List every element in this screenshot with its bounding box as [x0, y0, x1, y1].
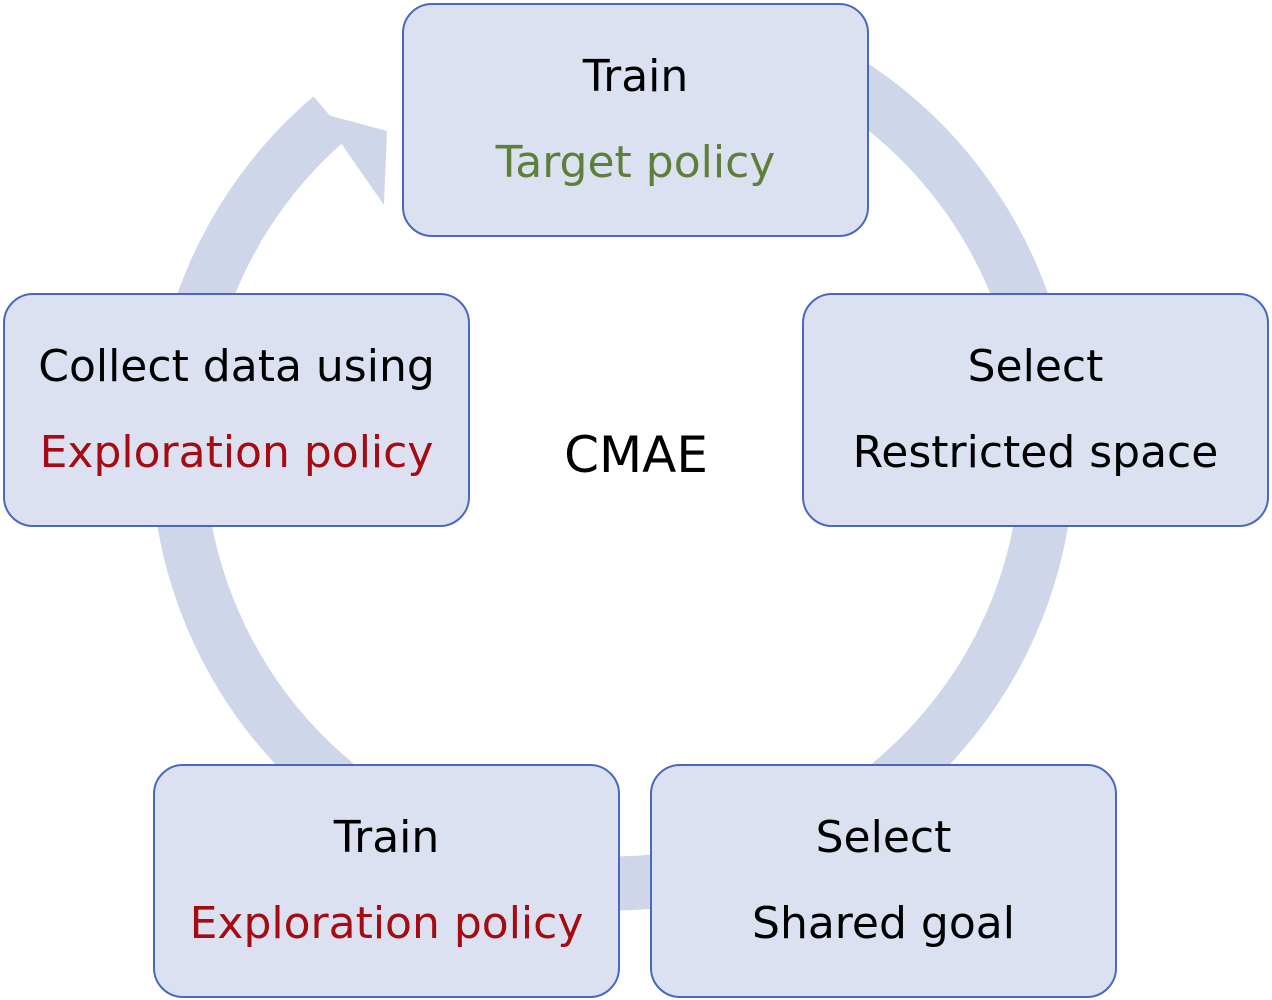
step-collect-data-action: Collect data using [38, 341, 435, 392]
step-train-exploration-policy-object: Exploration policy [189, 898, 584, 949]
step-select-restricted-space-object: Restricted space [852, 427, 1219, 478]
step-train-exploration-policy: Train Exploration policy [153, 764, 620, 998]
center-label: CMAE [564, 426, 708, 484]
step-train-exploration-policy-action: Train [333, 812, 440, 863]
step-collect-data: Collect data using Exploration policy [3, 293, 470, 527]
step-train-target-policy-action: Train [582, 51, 689, 102]
step-collect-data-object: Exploration policy [39, 427, 434, 478]
step-select-shared-goal-object: Shared goal [752, 898, 1015, 949]
cycle-arrow-head [320, 113, 387, 205]
step-select-shared-goal: Select Shared goal [650, 764, 1117, 998]
step-select-shared-goal-action: Select [815, 812, 952, 863]
step-select-restricted-space-action: Select [967, 341, 1104, 392]
step-train-target-policy: Train Target policy [402, 3, 869, 237]
step-select-restricted-space: Select Restricted space [802, 293, 1269, 527]
step-train-target-policy-object: Target policy [495, 137, 776, 188]
